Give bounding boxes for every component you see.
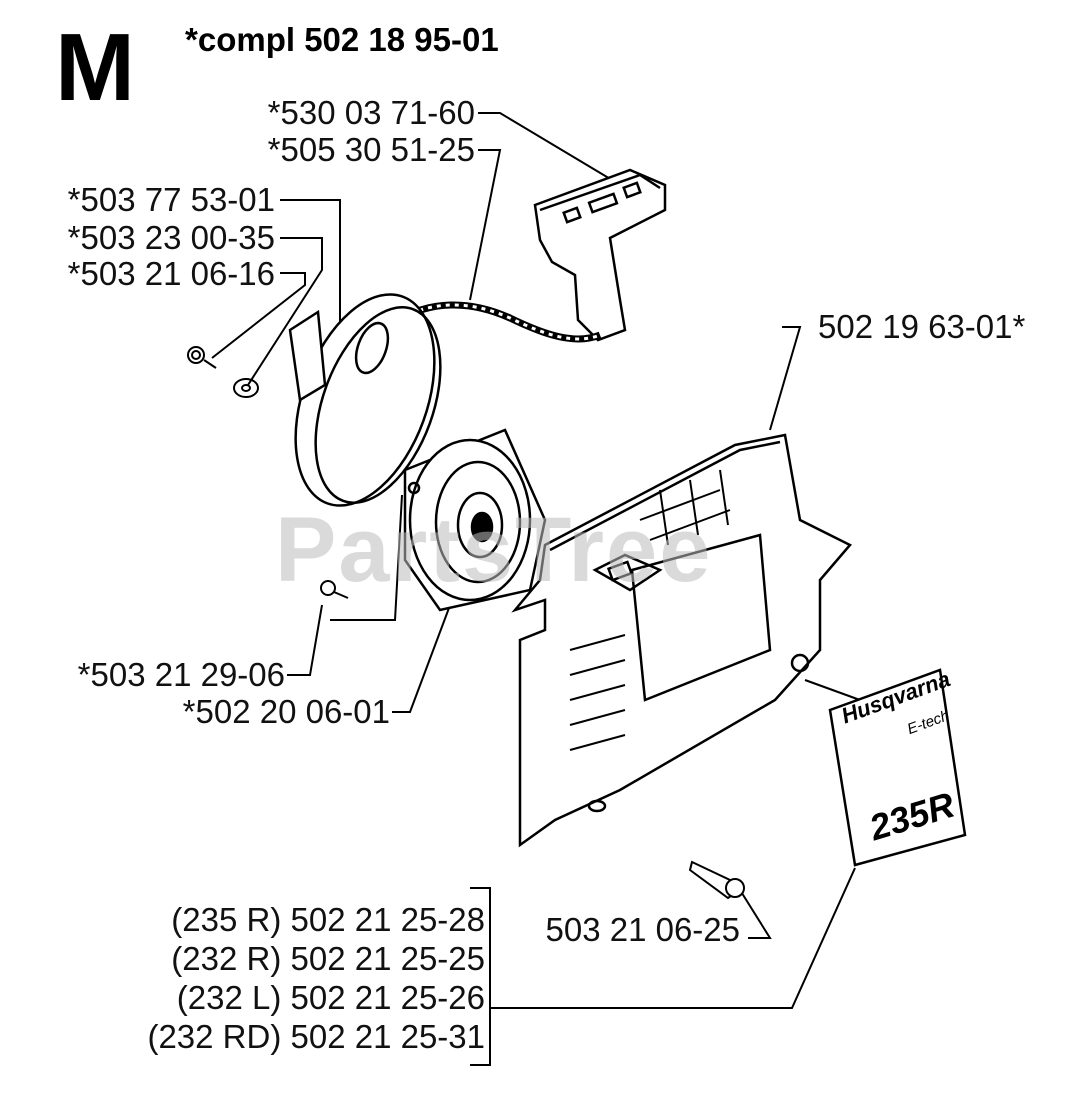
screw-small-part [320, 580, 349, 599]
label-cover: 502 19 63-01* [818, 308, 1026, 345]
leader-rope [469, 149, 502, 301]
variants-bracket [470, 887, 491, 1066]
leader-handle [478, 112, 613, 181]
variant-232rd: (232 RD) 502 21 25-31 [147, 1018, 485, 1055]
washer-part [233, 378, 259, 398]
leader-center-screw [211, 272, 306, 359]
variant-232r: (232 R) 502 21 25-25 [171, 940, 485, 977]
leader-cover [769, 326, 802, 431]
section-letter: M [55, 14, 135, 121]
label-pulley: *503 77 53-01 [67, 181, 275, 218]
compl-part-number: *compl 502 18 95-01 [185, 21, 499, 58]
leader-cover-hole [804, 679, 861, 701]
label-washer: *503 23 00-35 [67, 219, 275, 256]
starter-cover-part [511, 433, 852, 848]
leader-decal [490, 867, 856, 1009]
leader-screw-small-b [330, 494, 403, 621]
leader-cover-screw [739, 889, 772, 939]
label-screw-small: *503 21 29-06 [77, 656, 285, 693]
watermark-text: PartsTree [275, 499, 713, 601]
label-spring-cassette: *502 20 06-01 [182, 693, 390, 730]
label-cover-screw: 503 21 06-25 [545, 911, 740, 948]
spring-cassette-part [403, 428, 547, 612]
leader-screw-small [287, 604, 323, 676]
leader-cassette [392, 599, 453, 713]
leader-washer [247, 237, 323, 386]
starter-handle [533, 168, 667, 342]
center-screw-part [187, 346, 217, 369]
decal-part [828, 668, 967, 867]
leader-pulley [280, 199, 341, 370]
variant-235r: (235 R) 502 21 25-28 [171, 901, 485, 938]
variant-232l: (232 L) 502 21 25-26 [176, 979, 485, 1016]
cover-screw-part [688, 860, 745, 900]
label-handle: *530 03 71-60 [267, 94, 475, 131]
label-rope: *505 30 51-25 [267, 131, 475, 168]
label-center-screw: *503 21 06-16 [67, 255, 275, 292]
pulley-part [288, 293, 442, 507]
